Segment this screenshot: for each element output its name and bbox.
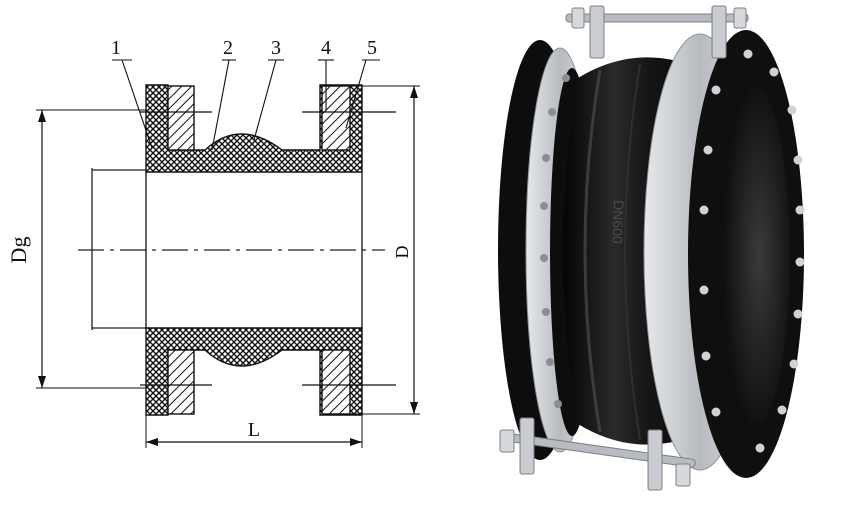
label-d: D	[392, 246, 412, 259]
rubber-body-top	[145, 84, 363, 173]
svg-text:4: 4	[321, 37, 331, 59]
cross-section-drawing: Dg D L 1 2 3	[6, 37, 420, 448]
flange-bolt-holes	[699, 49, 805, 453]
bellows-marking: DN600	[609, 200, 627, 244]
flange-bottom-left	[167, 349, 195, 415]
callout-4: 4	[318, 37, 334, 110]
flange-bottom-right	[321, 349, 351, 415]
bore-opening	[722, 88, 790, 424]
callout-3: 3	[253, 37, 284, 141]
rubber-body-bottom	[145, 327, 363, 416]
flange-top-left	[167, 85, 195, 151]
flange-top-right	[321, 85, 351, 151]
label-dg: Dg	[6, 237, 31, 264]
svg-text:1: 1	[111, 37, 121, 59]
bottom-tie-rod	[499, 417, 696, 491]
callout-2: 2	[211, 37, 236, 151]
top-tie-rod	[565, 5, 749, 59]
callout-5: 5	[345, 37, 380, 129]
label-l: L	[248, 419, 260, 441]
callout-1: 1	[111, 37, 153, 149]
product-photo: DN600	[498, 5, 805, 491]
svg-text:3: 3	[271, 37, 281, 59]
svg-text:5: 5	[367, 37, 377, 59]
svg-text:2: 2	[223, 37, 233, 59]
